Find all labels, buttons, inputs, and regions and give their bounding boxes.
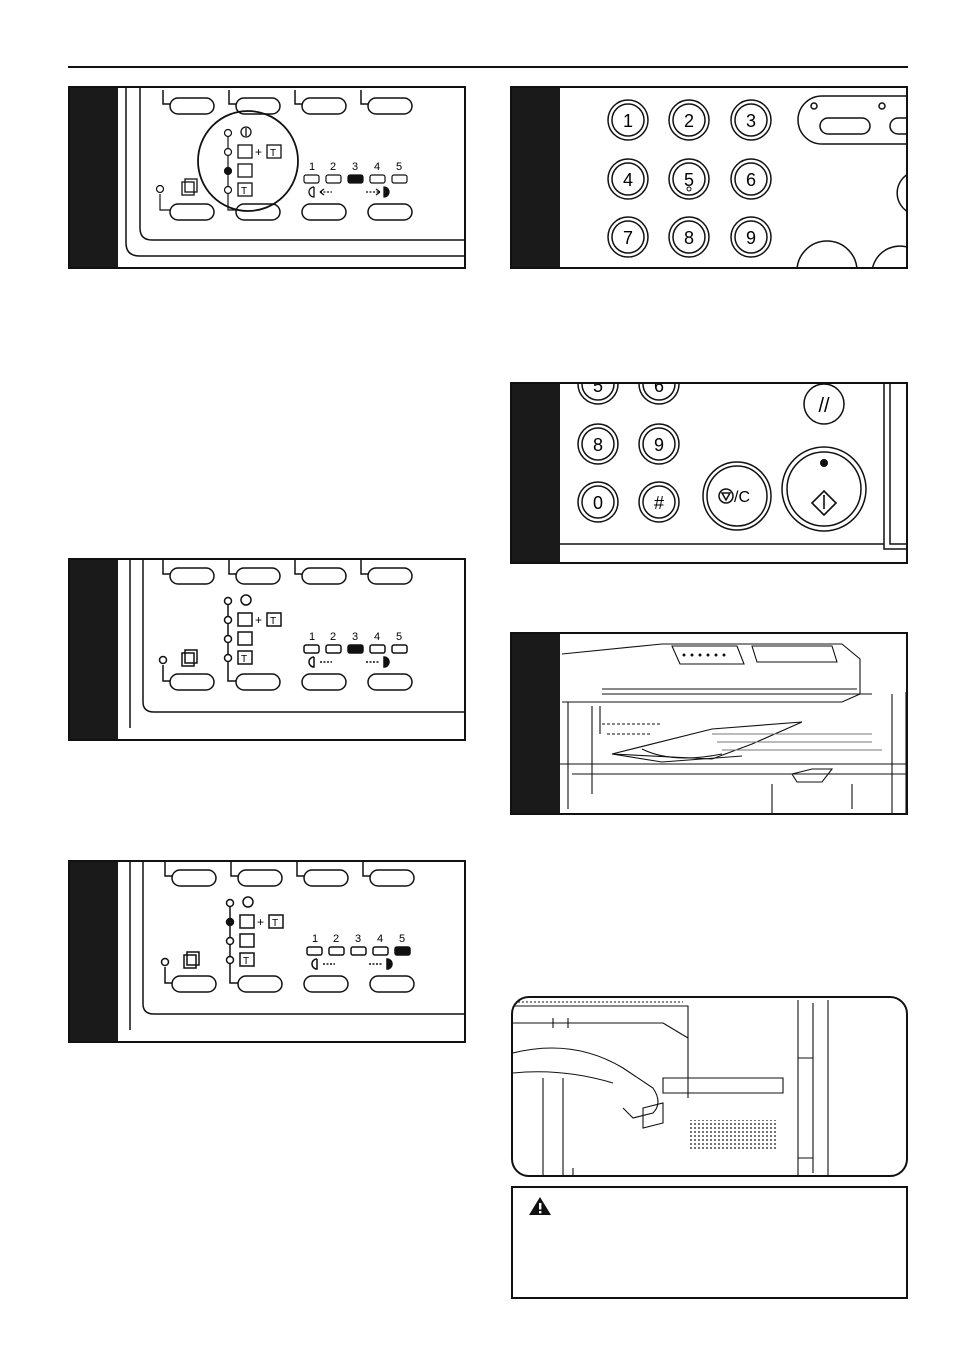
svg-text:9: 9 (654, 435, 664, 455)
header-rule (68, 66, 908, 68)
panel-figure-1: + T T 1 2 3 4 5 (68, 86, 466, 269)
lever-figure (511, 996, 908, 1177)
highlight-circle (197, 110, 299, 212)
svg-text:1: 1 (623, 111, 633, 131)
mode-lamps (155, 128, 236, 211)
svg-text:8: 8 (593, 435, 603, 455)
top-buttons (162, 90, 413, 115)
caution-box (511, 1186, 908, 1299)
bottom-buttons (169, 203, 413, 221)
number-keys (607, 99, 772, 258)
svg-text:+: + (255, 145, 262, 159)
svg-text:T: T (270, 616, 276, 627)
stop-icon (718, 488, 734, 504)
svg-text:7: 7 (623, 228, 633, 248)
svg-text:6: 6 (654, 384, 664, 396)
start-key-figure: 5 6 8 9 0 # // /C (510, 382, 908, 564)
panel-figure-2: + T T 1 2 3 4 5 (68, 558, 466, 741)
svg-text:3: 3 (746, 111, 756, 131)
svg-text:5: 5 (593, 384, 603, 396)
svg-text:5: 5 (396, 631, 402, 643)
warning-icon (529, 1197, 551, 1215)
svg-text:6: 6 (746, 170, 756, 190)
svg-text:2: 2 (330, 161, 336, 173)
output-tray-figure (510, 632, 908, 815)
svg-text:5: 5 (684, 170, 694, 190)
svg-text:2: 2 (333, 933, 339, 945)
density-lamps (303, 174, 408, 184)
svg-text:8: 8 (684, 228, 694, 248)
mode-icons (181, 126, 282, 197)
svg-text:1: 1 (312, 933, 318, 945)
svg-text:#: # (654, 493, 664, 513)
svg-text:4: 4 (377, 933, 383, 945)
svg-text:T: T (241, 186, 247, 197)
svg-text:9: 9 (746, 228, 756, 248)
svg-text:1: 1 (309, 161, 315, 173)
svg-text:4: 4 (374, 631, 380, 643)
svg-text:0: 0 (593, 493, 603, 513)
start-icon (810, 489, 838, 517)
svg-text:+: + (255, 613, 262, 627)
panel-figure-3: + T T 1 2 3 4 5 (68, 860, 466, 1043)
svg-text:5: 5 (396, 161, 402, 173)
svg-text:1: 1 (309, 631, 315, 643)
svg-text://: // (818, 395, 830, 417)
svg-text:2: 2 (684, 111, 694, 131)
step-tab (70, 88, 118, 267)
svg-text:5: 5 (399, 933, 405, 945)
svg-text:/C: /C (734, 489, 750, 506)
keypad-figure: 1 2 3 4 5 6 7 8 9 (510, 86, 908, 269)
svg-text:+: + (257, 915, 264, 929)
svg-text:2: 2 (330, 631, 336, 643)
svg-text:4: 4 (374, 161, 380, 173)
density-scale: 1 2 3 4 5 (309, 161, 402, 173)
svg-text:3: 3 (352, 161, 358, 173)
svg-text:3: 3 (355, 933, 361, 945)
svg-text:4: 4 (623, 170, 633, 190)
svg-text:T: T (241, 654, 247, 665)
svg-text:T: T (270, 148, 276, 159)
svg-text:T: T (272, 918, 278, 929)
svg-text:T: T (243, 956, 249, 967)
svg-text:3: 3 (352, 631, 358, 643)
